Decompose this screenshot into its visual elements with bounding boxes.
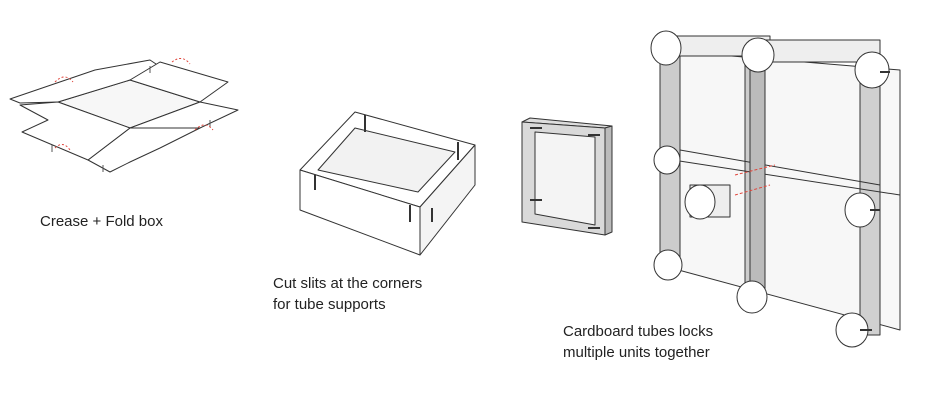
caption-cardboard-tubes: Cardboard tubes locks multiple units tog… — [563, 321, 713, 363]
caption-line: Crease + Fold box — [40, 213, 163, 230]
open-box — [299, 111, 476, 256]
closed-box-unit — [521, 117, 613, 236]
caption-line: Cardboard tubes locks — [563, 323, 714, 340]
caption-cut-slits: Cut slits at the corners for tube suppor… — [273, 273, 422, 315]
caption-line: for tube supports — [273, 296, 386, 313]
caption-crease-fold: Crease + Fold box — [40, 211, 163, 232]
caption-line: Cut slits at the corners — [273, 275, 423, 292]
caption-line: multiple units together — [563, 344, 710, 361]
shelf-assembly — [650, 30, 901, 348]
flat-box-net — [9, 58, 239, 173]
